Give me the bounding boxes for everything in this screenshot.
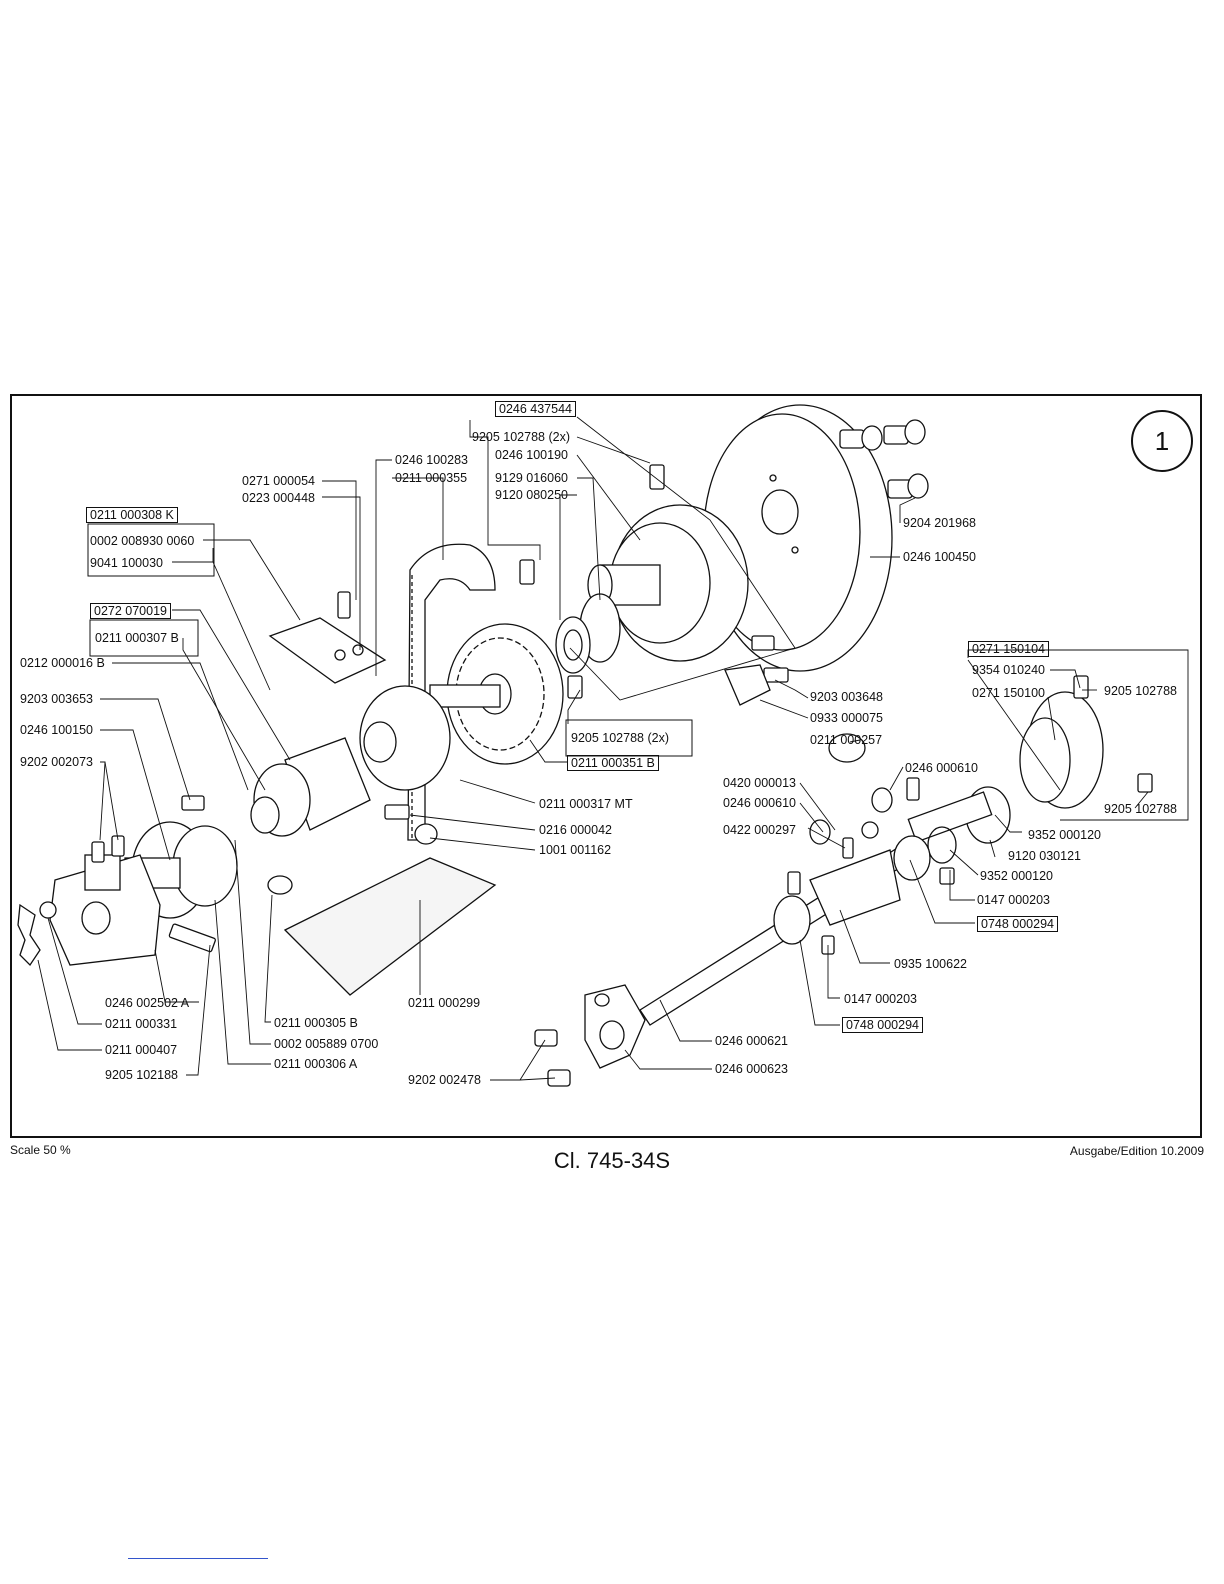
part-label: 9120 030121 xyxy=(1008,849,1081,863)
part-label: 0272 070019 xyxy=(90,603,171,619)
part-label: 0271 150104 xyxy=(968,641,1049,657)
part-label: 9205 102788 (2x) xyxy=(571,731,669,745)
part-label: 9205 102188 xyxy=(105,1068,178,1082)
part-label: 0147 000203 xyxy=(977,893,1050,907)
part-label: 0211 000305 B xyxy=(274,1016,358,1030)
part-label: 0246 437544 xyxy=(495,401,576,417)
part-label: 0211 000299 xyxy=(408,996,481,1010)
part-label: 0246 002502 A xyxy=(105,996,190,1010)
part-label: 1001 001162 xyxy=(539,843,612,857)
part-label: 9203 003653 xyxy=(20,692,93,706)
part-label: 0223 000448 xyxy=(242,491,315,505)
group-brackets xyxy=(87,523,693,757)
part-label: 0002 008930 0060 xyxy=(90,534,195,548)
scale-note: Scale 50 % xyxy=(10,1143,71,1157)
motor-body xyxy=(250,737,371,837)
motor-shaft xyxy=(359,684,501,791)
handwheel-screws xyxy=(839,419,929,499)
part-label: 0147 000203 xyxy=(844,992,917,1006)
part-label: 9352 000120 xyxy=(980,869,1053,883)
part-label: 0271 000054 xyxy=(242,474,315,488)
set-screws xyxy=(91,464,1153,1087)
part-label: 9352 000120 xyxy=(1028,828,1101,842)
part-label: 9203 003648 xyxy=(810,690,883,704)
part-label: 9354 010240 xyxy=(972,663,1045,677)
part-label: 0935 100622 xyxy=(894,957,967,971)
part-label: 0271 150100 xyxy=(972,686,1045,700)
part-label: 0211 000257 xyxy=(810,733,883,747)
part-label: 0211 000407 xyxy=(105,1043,178,1057)
crank xyxy=(584,984,646,1069)
part-label: 0246 100450 xyxy=(903,550,976,564)
part-label: 0246 100190 xyxy=(495,448,568,462)
part-label: 0748 000294 xyxy=(977,916,1058,932)
cap xyxy=(267,875,293,895)
part-label: 0211 000307 B xyxy=(95,631,179,645)
part-label: 0420 000013 xyxy=(723,776,796,790)
belt-pulley xyxy=(587,504,749,662)
part-label: 0216 000042 xyxy=(539,823,612,837)
part-label: 9202 002478 xyxy=(408,1073,481,1087)
part-label: 0211 000308 K xyxy=(86,507,178,523)
part-label: 0211 000351 B xyxy=(567,755,659,771)
part-label: 0212 000016 B xyxy=(20,656,105,670)
part-label: 0002 005889 0700 xyxy=(274,1037,379,1051)
part-label: 0246 100283 xyxy=(395,453,468,467)
part-label: 0211 000355 xyxy=(395,471,468,485)
foam-pad xyxy=(283,857,497,996)
ball-bearing xyxy=(555,593,621,674)
part-label: 0246 000621 xyxy=(715,1034,788,1048)
part-label: 9120 080250 xyxy=(495,488,568,502)
part-label: 0211 000306 A xyxy=(274,1057,358,1071)
washer xyxy=(39,901,57,919)
edition-note: Ausgabe/Edition 10.2009 xyxy=(1069,1144,1204,1158)
part-label: 9204 201968 xyxy=(903,516,976,530)
part-label: 9041 100030 xyxy=(90,556,163,570)
part-label: 9129 016060 xyxy=(495,471,568,485)
part-label: 0246 000623 xyxy=(715,1062,788,1076)
part-label: 0246 000610 xyxy=(723,796,796,810)
part-label: 0422 000297 xyxy=(723,823,796,837)
part-label: 0748 000294 xyxy=(842,1017,923,1033)
leader-lines xyxy=(37,416,1189,1081)
bracket-plate xyxy=(268,617,387,684)
part-label: 0211 000317 MT xyxy=(539,797,633,811)
holder-block xyxy=(49,854,161,966)
small-parts xyxy=(414,664,893,859)
part-label: 9205 102788 xyxy=(1104,802,1177,816)
drawing-frame xyxy=(10,394,1202,1138)
part-label: 0211 000331 xyxy=(105,1017,178,1031)
part-label: 0246 100150 xyxy=(20,723,93,737)
footer-rule xyxy=(128,1558,268,1559)
clip xyxy=(17,903,41,967)
right-pulley xyxy=(907,691,1104,864)
page-number-circle: 1 xyxy=(1131,410,1193,472)
part-label: 0246 000610 xyxy=(905,761,978,775)
part-label: 0933 000075 xyxy=(810,711,883,725)
part-label: 9205 102788 (2x) xyxy=(472,430,570,444)
drawing-title: Cl. 745-34S xyxy=(553,1148,671,1173)
part-label: 9202 002073 xyxy=(20,755,93,769)
lower-shaft xyxy=(639,835,931,1026)
part-label: 9205 102788 xyxy=(1104,684,1177,698)
toothed-belt xyxy=(407,543,496,841)
